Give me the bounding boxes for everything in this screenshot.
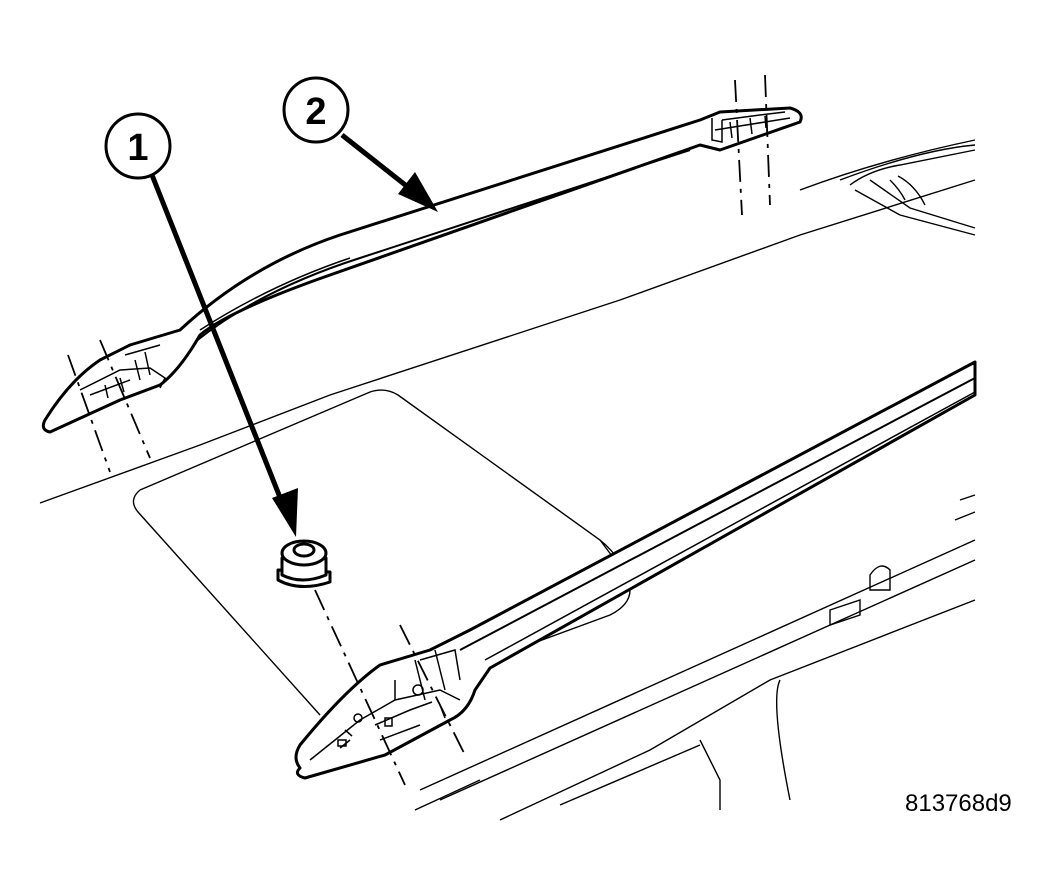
callout-2-label: 2 <box>305 91 326 133</box>
callout-1: 1 <box>104 112 172 180</box>
leader-arrow-1 <box>149 174 298 537</box>
leader-arrow-2 <box>340 133 438 212</box>
callout-1-label: 1 <box>127 127 148 169</box>
flange-nut <box>276 539 332 588</box>
figure-id: 813768d9 <box>905 790 1012 817</box>
upper-rail-rear-cap <box>711 111 791 143</box>
upper-rail-front-cap <box>79 344 166 399</box>
alignment-lines <box>67 74 771 786</box>
lower-roof-rail <box>294 360 977 780</box>
vehicle-roof <box>39 139 976 821</box>
callout-2: 2 <box>282 76 350 144</box>
lower-rail-front-cap <box>309 649 461 761</box>
